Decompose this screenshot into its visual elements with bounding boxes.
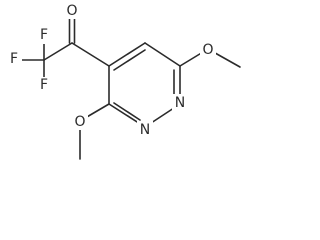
mask-oxygen-methoxy-bottom <box>72 113 88 130</box>
atom-fluorine-top: F <box>40 27 48 43</box>
atom-oxygen-methoxy-bottom: O <box>74 114 85 130</box>
bonds <box>21 15 241 160</box>
atom-label-masks <box>6 2 216 138</box>
bond-ring-c4-c5-inner <box>113 49 146 71</box>
atom-fluorine-left: F <box>10 51 18 67</box>
mask-nitrogen-right <box>172 94 188 111</box>
mask-fluorine-bottom <box>36 77 52 94</box>
bond-ring-c4-c5 <box>108 42 146 67</box>
atom-oxygen-carbonyl: O <box>66 3 77 19</box>
atom-nitrogen-left: N <box>140 122 150 138</box>
bond-carbonyl-cf3 <box>43 42 73 61</box>
mask-oxygen-carbonyl <box>64 2 80 19</box>
atom-oxygen-methoxy-right: O <box>202 42 213 58</box>
atom-nitrogen-right: N <box>175 95 185 111</box>
atom-fluorine-bottom: F <box>40 77 48 93</box>
bond-carbonyl-ring <box>71 42 110 67</box>
bond-ring-n2-c3-inner <box>113 102 141 121</box>
mask-fluorine-left <box>6 51 22 68</box>
mask-oxygen-methoxy-right <box>200 41 216 58</box>
bond-ring-c5-c6 <box>144 42 181 67</box>
mask-nitrogen-left <box>137 121 153 138</box>
atom-labels: O F F F N N O O <box>10 3 214 138</box>
mask-fluorine-top <box>36 27 52 44</box>
molecule-structure: O F F F N N O O <box>6 2 241 160</box>
